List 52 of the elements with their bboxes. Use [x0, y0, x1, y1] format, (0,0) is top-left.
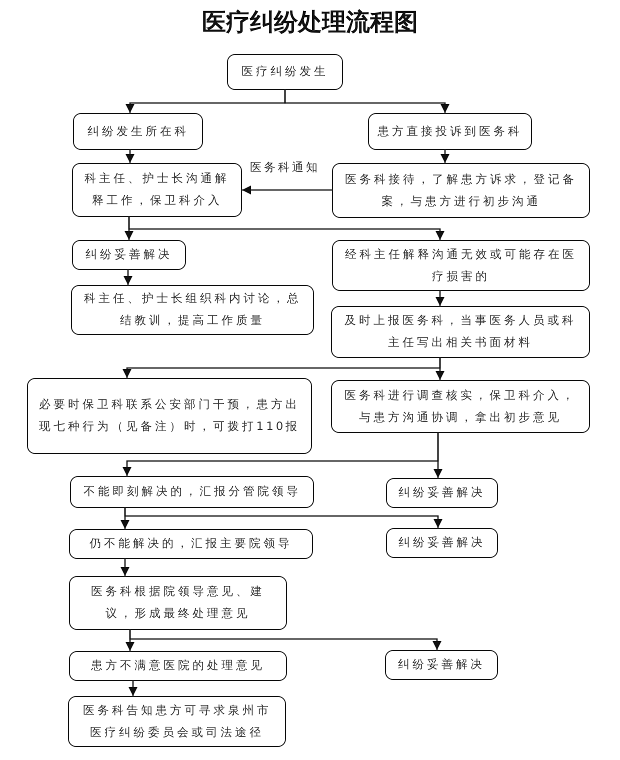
process-box — [72, 163, 242, 217]
step-text: 纠纷妥善解决 — [398, 534, 486, 552]
step-text: 患方直接投诉到医务科 — [378, 122, 522, 140]
step-text: 科主任、护士长组织科内讨论，总结教训，提高工作质量 — [82, 290, 302, 329]
step-text: 纠纷妥善解决 — [398, 484, 486, 502]
step-text: 科主任、护士长沟通解释工作，保卫科介入 — [84, 170, 230, 209]
arrow — [123, 270, 133, 285]
step-text: 纠纷发生所在科 — [87, 122, 189, 140]
arrow — [435, 358, 445, 380]
arrow — [242, 185, 332, 195]
arrow — [128, 681, 138, 696]
step-text: 医务科进行调查核实，保卫科介入，与患方沟通协调，拿出初步意见 — [344, 386, 578, 426]
process-box — [71, 285, 314, 335]
step-text: 不能即刻解决的，汇报分管院领导 — [83, 483, 301, 500]
process-box — [69, 529, 313, 559]
diagram-title: 医疗纠纷处理流程图 — [201, 6, 419, 38]
arrow — [284, 90, 450, 113]
arrow — [440, 150, 450, 163]
step-text: 经科主任解释沟通无效或可能存在医疗损害的 — [344, 246, 578, 284]
arrow — [435, 291, 445, 306]
arrow — [125, 150, 135, 163]
process-box — [72, 240, 186, 270]
process-box — [70, 476, 314, 508]
step-text: 及时上报医务科，当事医务人员或科主任写出相关书面材料 — [344, 312, 578, 351]
process-box — [331, 380, 590, 433]
step-text: 患方不满意医院的处理意见 — [91, 657, 265, 674]
process-box — [331, 306, 590, 358]
process-box — [386, 478, 498, 508]
step-text: 纠纷妥善解决 — [398, 656, 485, 674]
process-box — [368, 113, 532, 150]
step-text: 纠纷妥善解决 — [86, 246, 172, 264]
process-box — [73, 113, 203, 150]
process-box — [386, 528, 498, 558]
process-box — [332, 163, 590, 218]
arrow — [128, 217, 445, 240]
step-text: 必要时保卫科联系公安部门干预，患方出现七种行为（见备注）时，可拨打110报 — [38, 396, 302, 435]
step-text: 医疗纠纷发生 — [242, 63, 328, 80]
arrow — [129, 630, 442, 650]
process-box — [227, 54, 343, 90]
step-text: 医务科接待，了解患方诉求，登记备案，与患方进行初步沟通 — [344, 170, 578, 210]
process-box — [68, 696, 286, 747]
arrow — [120, 559, 130, 576]
process-box — [332, 240, 590, 291]
process-box — [385, 650, 498, 680]
step-text: 医务科根据院领导意见、建议，形成最终处理意见 — [90, 583, 266, 622]
step-text: 仍不能解决的，汇报主要院领导 — [90, 535, 292, 552]
process-box — [27, 378, 312, 454]
arrow — [124, 508, 443, 528]
process-box — [69, 651, 287, 681]
step-text: 医务科告知患方可寻求泉州市医疗纠纷委员会或司法途径 — [82, 702, 272, 740]
process-box — [69, 576, 287, 630]
arrow — [433, 433, 443, 478]
